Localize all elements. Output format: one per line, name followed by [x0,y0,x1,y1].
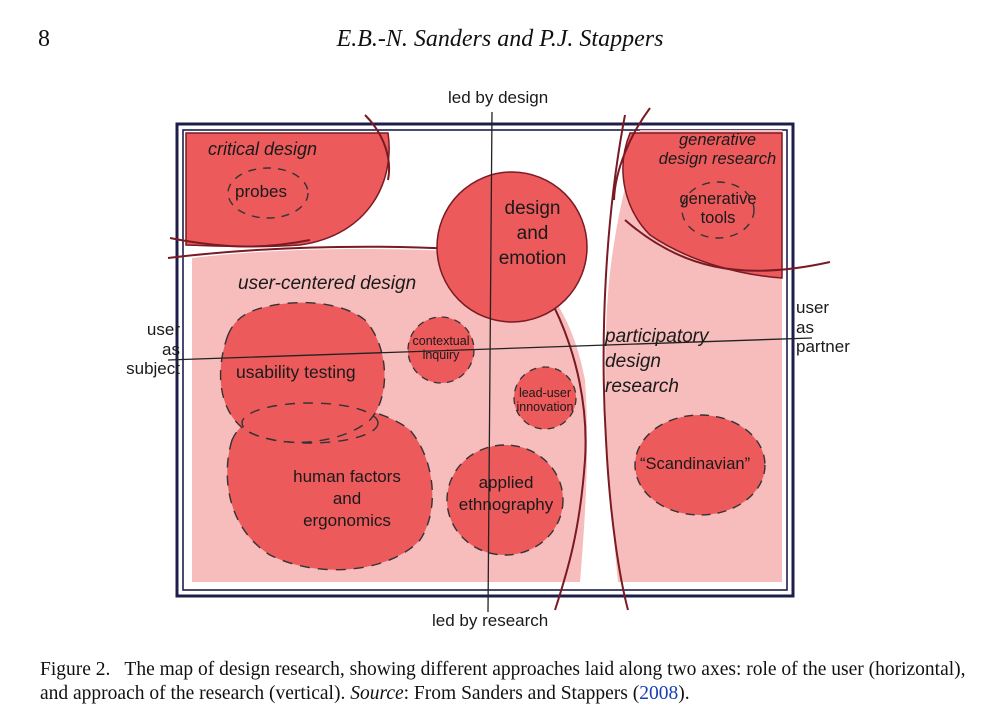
participatory-left-boundary [602,114,629,611]
label-human-factors: human factors and ergonomics [272,466,422,532]
label-generative-tools: generative tools [672,190,764,228]
caption-source-end: ). [678,683,690,704]
label-scandinavian: “Scandinavian” [640,455,751,473]
label-line: emotion [498,248,567,269]
axis-label-right-line: user [796,298,830,317]
label-user-centered-design: user-centered design [238,273,417,294]
axis-label-left-line: subject [126,359,180,379]
axis-label-top: led by design [448,88,549,107]
label-line: research [605,376,679,397]
running-head: E.B.-N. Sanders and P.J. Stappers [336,26,664,52]
lead-user-innovation-circle [513,366,577,430]
label-line: generative [679,190,757,208]
axis-label-left: user as subject [126,320,180,379]
page-number: 8 [38,26,50,52]
critical-design-boundary-top [364,114,391,181]
label-design-and-emotion: design and emotion [480,196,585,271]
label-line: ergonomics [303,511,391,530]
axis-label-bottom: led by research [432,611,549,630]
label-line: innovation [516,400,574,415]
caption-label: Figure 2. [40,659,111,680]
generative-design-research-region [622,132,783,279]
axis-label-right-line: as [796,317,814,337]
label-line: design research [658,149,777,168]
applied-ethnography-circle [446,444,564,556]
caption-text: The map of design research, showing diff… [40,659,966,704]
label-line: inquiry [422,348,460,363]
horizontal-axis [167,337,813,361]
label-line: applied [478,473,534,492]
label-usability-testing: usability testing [236,362,356,382]
label-contextual-inquiry: contextual inquiry [405,334,477,363]
citation-link[interactable]: 2008 [639,683,679,704]
human-factors-blob [226,402,434,571]
axis-label-left-line: user [146,320,180,339]
label-line: and [332,489,362,508]
design-and-emotion-circle [436,171,588,323]
usability-testing-blob [219,301,386,444]
scandinavian-ellipse [634,414,766,516]
label-critical-design: critical design [208,139,318,159]
axis-label-right: user as partner [796,298,850,357]
vertical-axis [487,111,493,613]
label-line: design [504,198,561,219]
label-line: participatory [605,326,709,347]
label-line: ethnography [458,495,554,514]
label-line: and [516,223,549,244]
label-lead-user-innovation: lead-user innovation [508,386,582,415]
caption-source-label: Source [350,683,404,704]
probes-ellipse [227,167,309,219]
generative-boundary [624,219,831,272]
generative-tools-ellipse [681,181,755,239]
figure-caption: Figure 2.The map of design research, sho… [40,658,970,706]
label-line: design [605,351,661,372]
caption-source-text: : From Sanders and Stappers ( [403,683,640,704]
label-participatory-design-research: participatory design research [605,324,709,399]
label-line: lead-user [518,386,572,400]
label-line: tools [700,208,736,227]
label-applied-ethnography: applied ethnography [450,472,562,516]
critical-design-boundary [169,237,311,248]
axis-label-right-line: partner [796,337,850,357]
label-generative-design-research: generative design research [650,131,785,169]
label-line: generative [678,131,757,149]
label-line: contextual [412,334,470,348]
label-line: human factors [293,467,401,486]
axis-label-left-line: as [162,339,180,359]
generative-boundary-left [613,107,651,201]
usability-overlap-ellipse [241,402,379,444]
label-probes: probes [235,182,287,201]
